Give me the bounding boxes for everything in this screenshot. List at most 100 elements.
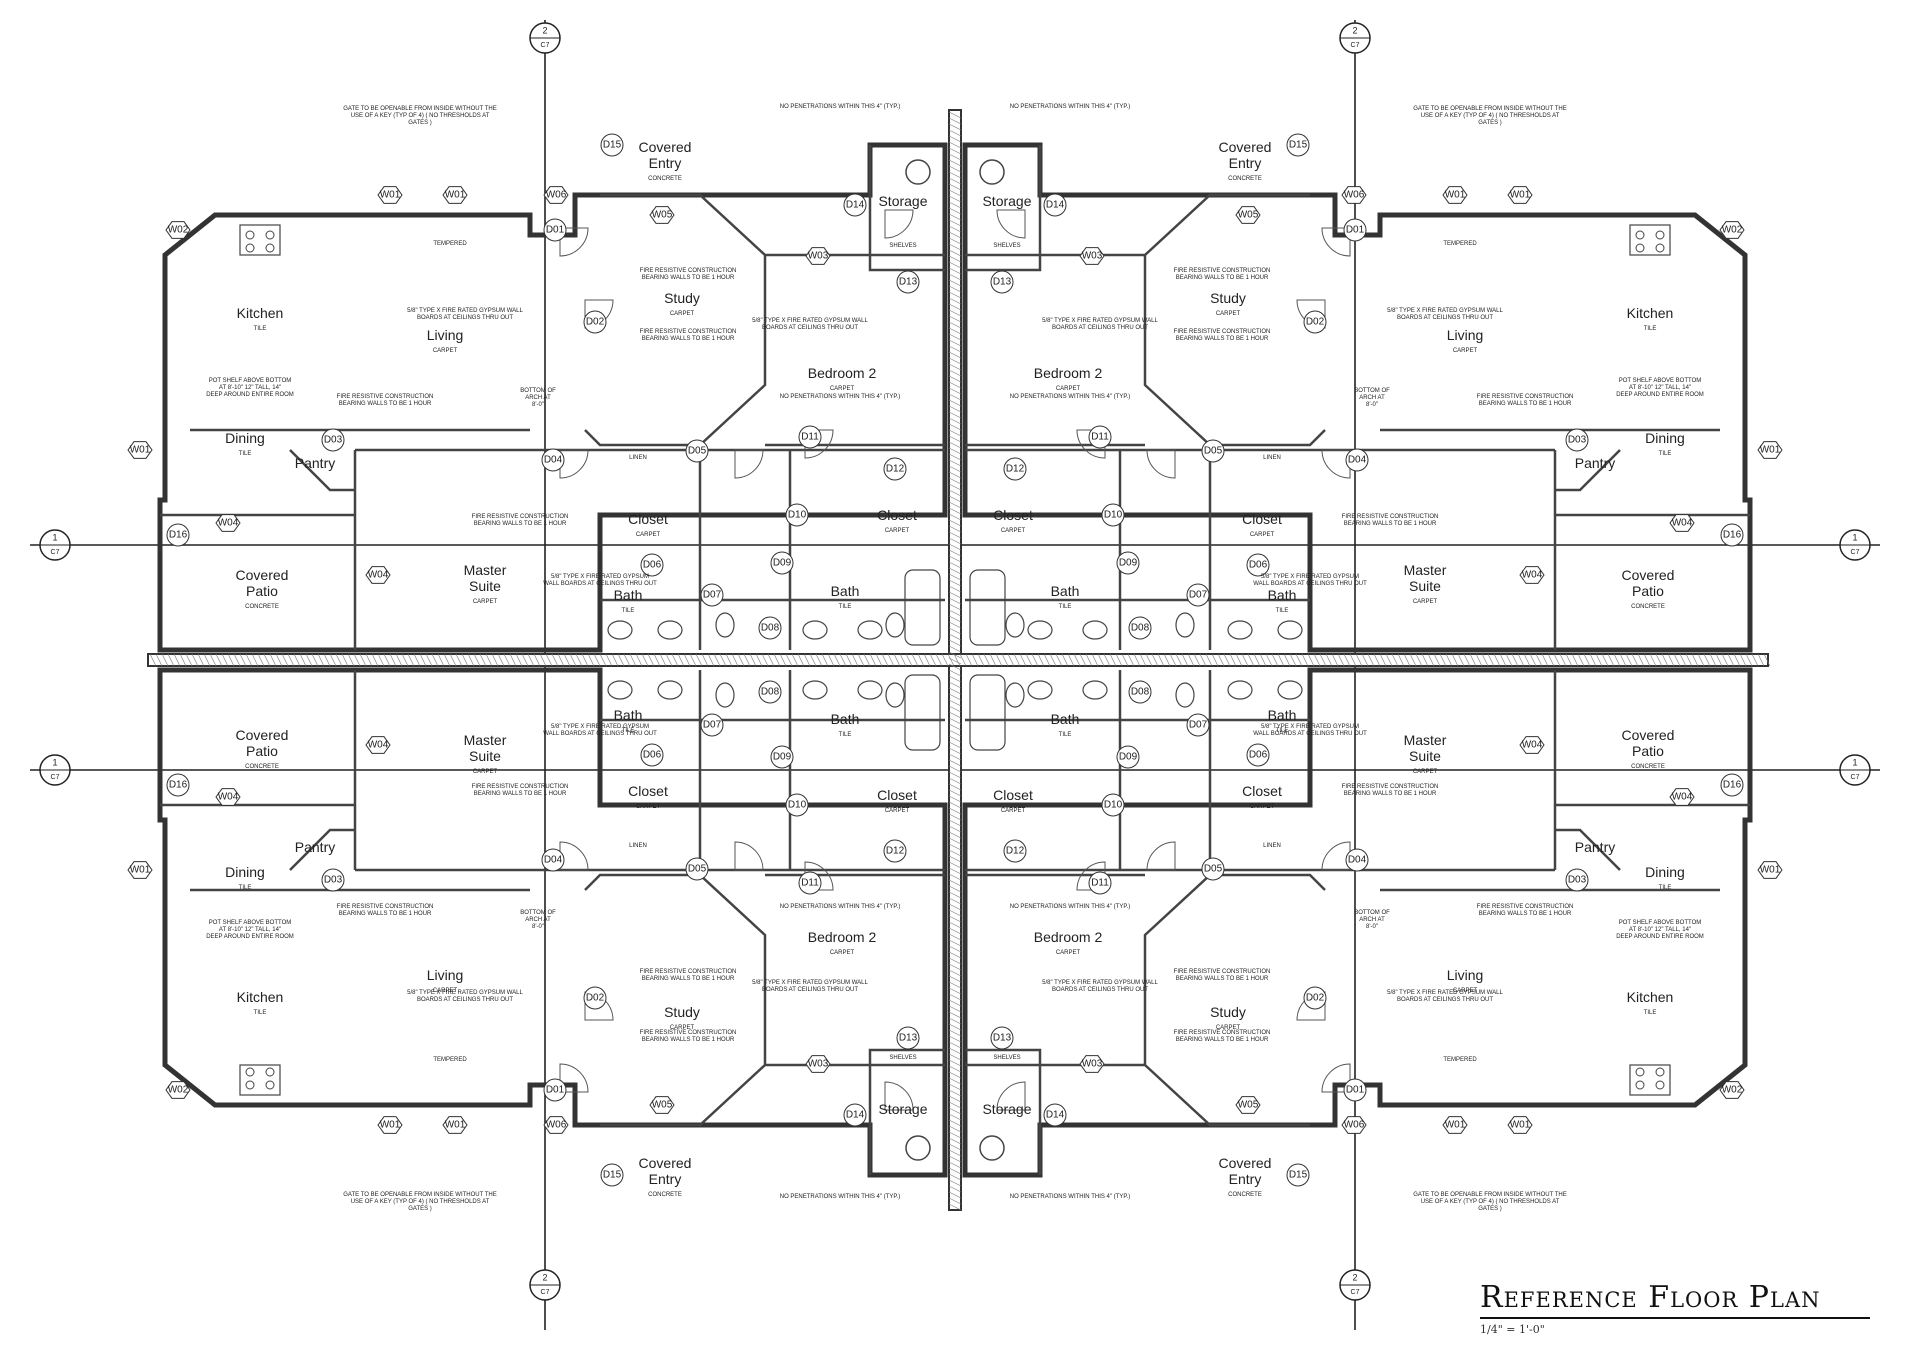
door-tag-label: D08 (1131, 687, 1150, 698)
door-tag: D04 (541, 848, 565, 872)
window-tag-label: W06 (1344, 190, 1365, 201)
door-tag: D02 (583, 310, 607, 334)
note-gate: GATE TO BE OPENABLE FROM INSIDE WITHOUT … (1413, 106, 1566, 126)
door-tag-label: D01 (1346, 1085, 1365, 1096)
door-tag-label: D08 (1131, 623, 1150, 634)
door-tag: D11 (798, 425, 822, 449)
door-tag: D04 (1345, 448, 1369, 472)
room-name-master_suite: Master (464, 732, 507, 748)
door-tag-label: D09 (1119, 752, 1138, 763)
room-name-study: Study (664, 1004, 700, 1020)
door-tag-label: D08 (761, 687, 780, 698)
svg-text:5/8" TYPE X FIRE RATED GYPSUM: 5/8" TYPE X FIRE RATED GYPSUM WALL (407, 990, 523, 996)
room-name-covered_entry: Entry (649, 1171, 682, 1187)
note-gypsum: 5/8" TYPE X FIRE RATED GYPSUM WALLBOARDS… (1042, 980, 1158, 993)
grid-marker: 2C7 (1339, 22, 1371, 54)
window-tag-label: W01 (445, 1120, 466, 1131)
door-tag-label: D03 (324, 875, 343, 886)
door-window-tags: D15D01D02D03D04D05D06D07D08D09D10D11D12D… (127, 133, 1783, 1187)
room-finish-closet: CARPET (885, 528, 910, 534)
svg-text:FIRE RESISTIVE CONSTRUCTION: FIRE RESISTIVE CONSTRUCTION (640, 1030, 737, 1036)
door-tag-label: D04 (544, 855, 563, 866)
window-tag-label: W04 (1522, 740, 1543, 751)
grid-marker: 2C7 (1339, 1269, 1371, 1301)
room-finish-bath: TILE (1059, 732, 1072, 738)
door-tag: D07 (1186, 713, 1210, 737)
svg-text:5/8" TYPE X FIRE RATED GYPSUM: 5/8" TYPE X FIRE RATED GYPSUM WALL (752, 980, 868, 986)
unit-fixtures (239, 674, 941, 1161)
door-tag: D11 (1088, 425, 1112, 449)
room-finish-kitchen: TILE (1644, 326, 1657, 332)
room-name-kitchen: Kitchen (1627, 305, 1674, 321)
room-finish-bath: TILE (1276, 728, 1289, 734)
svg-text:FIRE RESISTIVE CONSTRUCTION: FIRE RESISTIVE CONSTRUCTION (1342, 514, 1439, 520)
grid-number: 1 (1852, 757, 1857, 767)
svg-text:ARCH AT: ARCH AT (1359, 395, 1385, 401)
window-tag: W06 (1341, 1116, 1367, 1134)
grid-number: 2 (542, 25, 547, 35)
room-finish-closet: CARPET (1250, 804, 1275, 810)
note-gypsum: 5/8" TYPE X FIRE RATED GYPSUM WALLBOARDS… (407, 308, 523, 321)
door-tag: D01 (1343, 218, 1367, 242)
svg-text:WALL BOARDS AT CEILINGS THRU O: WALL BOARDS AT CEILINGS THRU OUT (1253, 731, 1367, 737)
window-tag-label: W04 (368, 570, 389, 581)
door-tag-label: D02 (1306, 317, 1325, 328)
room-name-kitchen: Kitchen (237, 989, 284, 1005)
window-tag-label: W04 (1522, 570, 1543, 581)
svg-text:USE OF A KEY (TYP OF 4) ( NO T: USE OF A KEY (TYP OF 4) ( NO THRESHOLDS … (1421, 113, 1560, 119)
note-linen: LINEN (1263, 843, 1281, 849)
door-tag: D15 (1286, 1163, 1310, 1187)
door-tag-label: D03 (1568, 435, 1587, 446)
grid-number: 1 (52, 532, 57, 542)
party-wall-horizontal (147, 653, 1769, 667)
door-tag: D13 (990, 1026, 1014, 1050)
door-tag-label: D16 (1723, 780, 1742, 791)
svg-text:BEARING WALLS TO BE 1 HOUR: BEARING WALLS TO BE 1 HOUR (339, 401, 432, 407)
svg-text:POT SHELF ABOVE BOTTOM: POT SHELF ABOVE BOTTOM (209, 920, 291, 926)
window-tag: W04 (1519, 566, 1545, 584)
svg-text:BEARING WALLS TO BE 1 HOUR: BEARING WALLS TO BE 1 HOUR (1176, 976, 1269, 982)
room-name-pantry: Pantry (1575, 839, 1615, 855)
svg-text:FIRE RESISTIVE CONSTRUCTION: FIRE RESISTIVE CONSTRUCTION (1174, 268, 1271, 274)
room-name-bedroom2: Bedroom 2 (1034, 929, 1103, 945)
door-tag-label: D01 (546, 1085, 565, 1096)
room-finish-bath: TILE (1059, 604, 1072, 610)
room-name-closet: Closet (877, 787, 917, 803)
drawing-scale: 1/4" = 1'-0" (1480, 1323, 1545, 1336)
door-tag: D09 (770, 745, 794, 769)
door-tag-label: D12 (1006, 464, 1025, 475)
window-tag-label: W02 (168, 225, 189, 236)
window-tag: W01 (1442, 1116, 1468, 1134)
door-tag: D12 (1003, 457, 1027, 481)
door-tag-label: D15 (603, 140, 622, 151)
room-name-living: Living (427, 967, 464, 983)
window-tag-label: W04 (1672, 792, 1693, 803)
door-tag: D04 (1345, 848, 1369, 872)
unit-fixtures (969, 159, 1671, 646)
room-name-covered_patio: Patio (246, 743, 278, 759)
grid-sheet: C7 (1351, 1289, 1360, 1296)
room-finish-living: CARPET (433, 988, 458, 994)
window-tag: W01 (1507, 1116, 1533, 1134)
room-finish-closet: CARPET (1001, 528, 1026, 534)
window-tag: W01 (1507, 186, 1533, 204)
svg-text:BEARING WALLS TO BE 1 HOUR: BEARING WALLS TO BE 1 HOUR (1176, 275, 1269, 281)
svg-text:ARCH AT: ARCH AT (525, 395, 551, 401)
door-tag: D07 (1186, 583, 1210, 607)
room-name-closet: Closet (877, 507, 917, 523)
window-tag-label: W01 (130, 865, 151, 876)
note-gypsum: 5/8" TYPE X FIRE RATED GYPSUM WALLBOARDS… (407, 990, 523, 1003)
grid-sheet: C7 (51, 549, 60, 556)
svg-text:TEMPERED: TEMPERED (433, 241, 467, 247)
door-tag: D10 (1101, 503, 1125, 527)
room-name-covered_patio: Patio (246, 583, 278, 599)
svg-text:5/8" TYPE X FIRE RATED GYPSUM: 5/8" TYPE X FIRE RATED GYPSUM (1261, 724, 1359, 730)
svg-text:POT SHELF ABOVE BOTTOM: POT SHELF ABOVE BOTTOM (1619, 920, 1701, 926)
walls (147, 109, 1771, 1211)
